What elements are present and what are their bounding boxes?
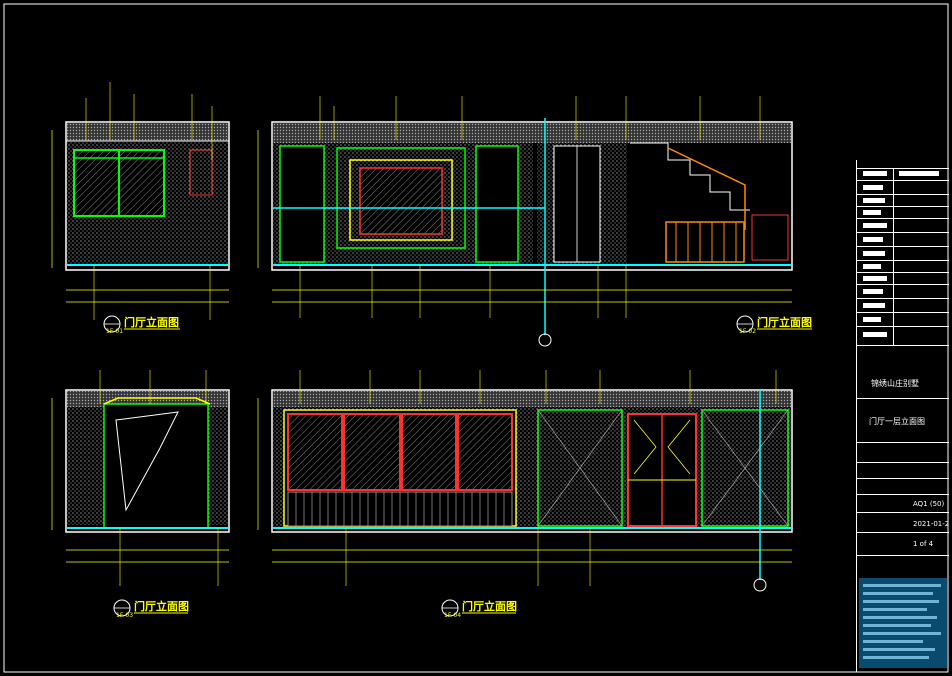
title-block-divider-3: [857, 462, 949, 463]
title-block-divider-2: [857, 442, 949, 443]
elevation-3: [51, 370, 230, 586]
drawing-date: 2021-01-2: [913, 520, 950, 528]
elevation-title-3: 1F-03 门厅立面图: [113, 599, 189, 619]
drawing-border: [3, 3, 949, 673]
title-block-divider-5: [857, 494, 949, 495]
project-name: 锦绣山庄别墅: [871, 379, 919, 388]
elevation-title-1: 1F-01 门厅立面图: [103, 315, 180, 335]
elevation-3-number: 1F-03: [116, 612, 133, 619]
elevation-1-number: 1F-01: [106, 328, 123, 335]
title-block-divider-8: [857, 555, 949, 556]
title-block-divider-1: [857, 398, 949, 399]
elevation-2-title: 门厅立面图: [757, 315, 812, 329]
title-block-divider-7: [857, 532, 949, 533]
title-block: 锦绣山庄别墅 门厅一层立面图 AQ1 (50) 2021-01-2 1 of 4: [856, 160, 949, 672]
elevation-title-2: 1F-02 门厅立面图: [736, 315, 812, 335]
elevation-4-title: 门厅立面图: [462, 599, 517, 613]
company-info-panel: [859, 578, 947, 668]
elevation-2: [257, 96, 793, 347]
elevation-3-title: 门厅立面图: [134, 599, 189, 613]
title-block-divider-6: [857, 512, 949, 513]
elevation-1: [51, 82, 230, 320]
page-number: 1 of 4: [913, 540, 934, 548]
elevation-1-title: 门厅立面图: [124, 315, 179, 329]
elevation-title-4: 1F-04 门厅立面图: [441, 599, 517, 619]
elevation-4-number: 1F-04: [444, 612, 461, 619]
elevation-2-number: 1F-02: [739, 328, 756, 335]
sheet-title: 门厅一层立面图: [869, 417, 925, 426]
title-block-header-grid: [857, 160, 949, 346]
elevation-4: [257, 370, 793, 592]
title-block-divider-4: [857, 478, 949, 479]
drawn-by: AQ1 (50): [913, 500, 945, 508]
